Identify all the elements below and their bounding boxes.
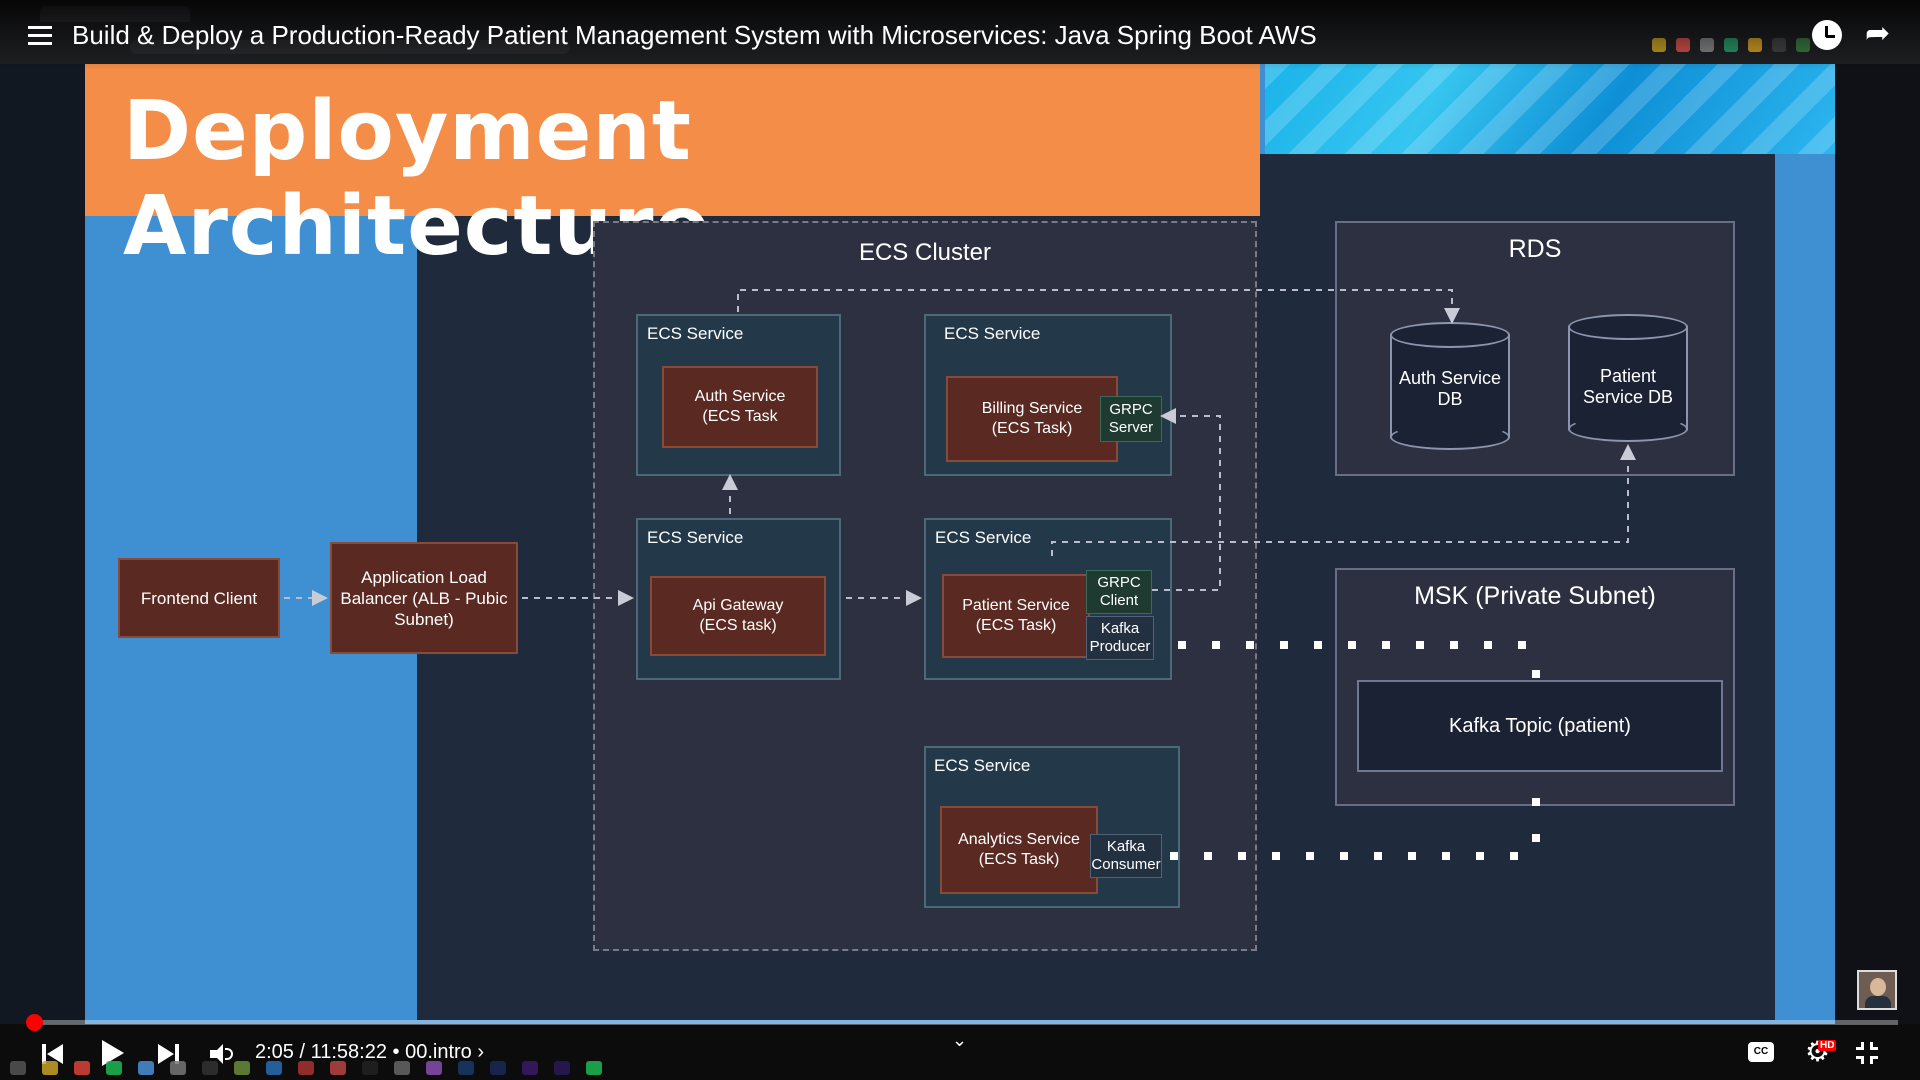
player-top-bar: Build & Deploy a Production-Ready Patien…	[0, 0, 1920, 70]
playlist-menu-icon[interactable]	[28, 26, 52, 46]
auth-to-db-connector	[737, 289, 1460, 324]
billing-service-task: Billing Service (ECS Task)	[946, 376, 1118, 462]
progress-bar[interactable]	[25, 1014, 1898, 1031]
ecs-service-auth: ECS Service Auth Service (ECS Task	[636, 314, 841, 476]
video-left-margin	[0, 64, 85, 1024]
exit-fullscreen-icon[interactable]	[1856, 1042, 1878, 1064]
channel-avatar[interactable]	[1857, 970, 1897, 1010]
play-icon[interactable]	[102, 1040, 124, 1066]
previous-icon[interactable]	[42, 1044, 64, 1064]
video-title[interactable]: Build & Deploy a Production-Ready Patien…	[72, 20, 1317, 50]
ecs-service-analytics: ECS Service Analytics Service (ECS Task)…	[924, 746, 1180, 908]
ecs-service-label: ECS Service	[647, 324, 744, 343]
hd-badge: HD	[1818, 1040, 1837, 1051]
kafka-producer-tag: Kafka Producer	[1086, 616, 1154, 660]
rds-title: RDS	[1508, 235, 1562, 263]
ecs-service-label: ECS Service	[944, 324, 1041, 343]
frontend-client-node: Frontend Client	[118, 558, 280, 638]
patient-service-db-label: Patient Service DB	[1582, 366, 1674, 407]
kafka-dotted-links	[1170, 641, 1540, 860]
video-right-margin	[1835, 64, 1920, 1024]
ecs-service-label: ECS Service	[647, 528, 744, 547]
recorded-taskbar-icons	[0, 1056, 760, 1080]
progress-scrubber[interactable]	[25, 1014, 43, 1031]
slide-decorative-stripe	[1265, 64, 1835, 154]
topic-to-consumer-dots	[1170, 798, 1540, 860]
ecs-service-billing: ECS Service Billing Service (ECS Task) G…	[924, 314, 1172, 476]
ecs-cluster-title: ECS Cluster	[858, 239, 992, 266]
chevron-down-icon[interactable]: ⌄	[952, 1030, 968, 1050]
captions-icon[interactable]: CC	[1748, 1042, 1774, 1062]
analytics-service-task: Analytics Service (ECS Task)	[940, 806, 1098, 894]
kafka-consumer-tag: Kafka Consumer	[1090, 834, 1162, 878]
ecs-service-label: ECS Service	[934, 756, 1031, 775]
load-balancer-node: Application Load Balancer (ALB - Pubic S…	[330, 542, 518, 654]
grpc-server-tag: GRPC Server	[1100, 396, 1162, 442]
share-icon[interactable]: ➦	[1865, 17, 1891, 50]
ecs-service-api-gateway: ECS Service Api Gateway (ECS task)	[636, 518, 841, 680]
volume-icon[interactable]	[210, 1044, 236, 1064]
patient-to-db-connector	[1051, 444, 1636, 556]
grpc-connector	[1152, 408, 1221, 591]
auth-service-db-label: Auth Service DB	[1398, 368, 1502, 409]
watch-later-icon[interactable]	[1812, 20, 1842, 50]
ecs-service-patient: ECS Service Patient Service (ECS Task) G…	[924, 518, 1172, 680]
msk-title: MSK (Private Subnet)	[1414, 582, 1656, 610]
api-gateway-task: Api Gateway (ECS task)	[650, 576, 826, 656]
auth-service-db: Auth Service DB	[1390, 322, 1510, 450]
patient-service-task: Patient Service (ECS Task)	[942, 574, 1090, 658]
patient-service-db: Patient Service DB	[1568, 314, 1688, 442]
grpc-client-tag: GRPC Client	[1086, 570, 1152, 614]
auth-service-task: Auth Service (ECS Task	[662, 366, 818, 448]
ecs-service-label: ECS Service	[935, 528, 1032, 547]
next-icon[interactable]	[158, 1044, 180, 1064]
kafka-topic-node: Kafka Topic (patient)	[1357, 680, 1723, 772]
producer-to-topic-dots	[1178, 641, 1540, 678]
time-display[interactable]: 2:05 / 11:58:22 • 00.intro ›	[255, 1041, 485, 1063]
player-controls: 2:05 / 11:58:22 • 00.intro › ⌄ CC ⚙ HD	[0, 1028, 1920, 1080]
